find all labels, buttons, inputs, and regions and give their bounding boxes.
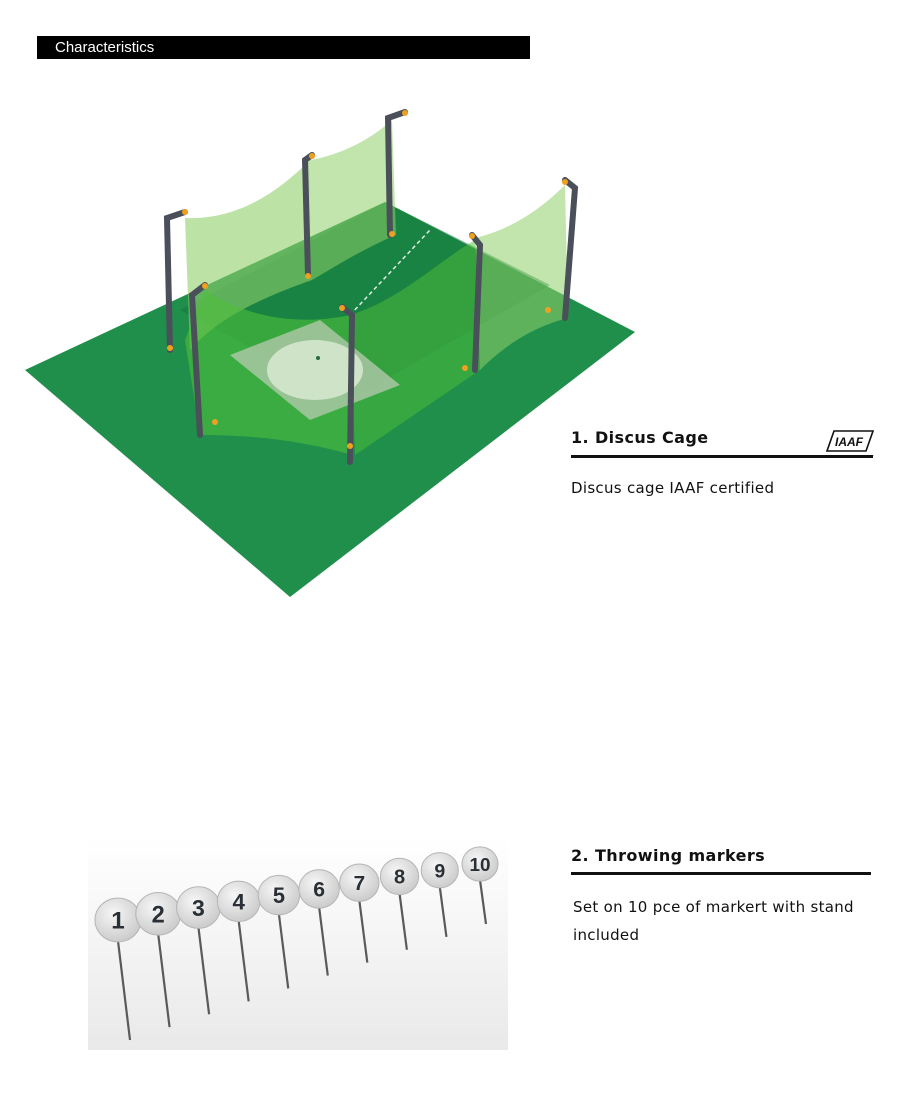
- marker-disc: [298, 869, 340, 909]
- marker-disc: [461, 846, 499, 882]
- marker-stand: [237, 920, 250, 1002]
- discus-cage-illustration: [25, 109, 635, 597]
- post-3: [384, 109, 408, 238]
- marker-stand: [358, 900, 369, 963]
- throwing-markers-rule: [571, 872, 871, 875]
- marker-label: 4: [232, 889, 245, 914]
- discus-cage-title: 1. Discus Cage: [571, 428, 709, 447]
- marker-label: 7: [354, 872, 366, 895]
- iaaf-badge-text: IAAF: [835, 435, 864, 449]
- marker-7: 7: [339, 863, 380, 963]
- marker-stand: [277, 913, 290, 989]
- marker-label: 8: [394, 867, 405, 889]
- post-6: [339, 304, 356, 465]
- marker-10: 10: [461, 846, 499, 925]
- iaaf-badge-icon: IAAF CERTIFIED PRODUCT: [826, 430, 874, 459]
- marker-label: 9: [434, 860, 445, 882]
- marker-8: 8: [379, 857, 420, 950]
- circle-center: [316, 356, 320, 360]
- throwing-markers-title: 2. Throwing markers: [571, 846, 766, 865]
- cage-posts: [163, 109, 579, 465]
- marker-label: 10: [469, 855, 490, 876]
- discus-cage-rule: [571, 455, 873, 458]
- marker-3: 3: [176, 886, 221, 1015]
- throwing-markers-description: Set on 10 pce of markert with stand incl…: [573, 893, 854, 949]
- section-header: Characteristics: [37, 36, 530, 59]
- post-7: [188, 282, 208, 438]
- marker-label: 3: [192, 895, 205, 921]
- marker-6: 6: [298, 869, 340, 976]
- sector-line: [349, 229, 431, 316]
- post-5: [469, 232, 484, 373]
- iaaf-badge-subtext: CERTIFIED PRODUCT: [826, 454, 873, 459]
- post-joints: [167, 110, 568, 449]
- section-header-title: Characteristics: [55, 39, 155, 56]
- marker-stand: [116, 940, 132, 1041]
- post-4: [562, 177, 579, 321]
- marker-label: 2: [152, 902, 165, 928]
- marker-4: 4: [216, 880, 261, 1002]
- marker-disc: [379, 857, 420, 896]
- marker-stand: [157, 934, 171, 1028]
- net-back-center: [310, 120, 396, 280]
- marker-label: 6: [313, 879, 325, 902]
- throwing-markers-illustration: 1 2 3 4 5 6 7 8 9 10: [88, 838, 508, 1050]
- throwing-markers-description-line-2: included: [573, 926, 640, 944]
- post-1: [163, 209, 188, 353]
- marker-group: 1 2 3 4 5 6 7 8 9 10: [94, 846, 499, 1041]
- discus-cage-description: Discus cage IAAF certified: [571, 479, 775, 497]
- marker-disc: [420, 852, 459, 889]
- throwing-markers-description-line-1: Set on 10 pce of markert with stand: [573, 898, 854, 916]
- marker-label: 5: [273, 883, 285, 908]
- marker-label: 1: [111, 908, 124, 935]
- throwing-circle: [267, 340, 363, 400]
- net-back-right: [475, 185, 568, 370]
- marker-stand: [197, 927, 211, 1015]
- marker-9: 9: [420, 852, 459, 938]
- marker-1: 1: [94, 897, 142, 1041]
- marker-stand: [398, 893, 408, 950]
- marker-stand: [318, 906, 329, 976]
- marker-2: 2: [135, 891, 182, 1028]
- marker-stand: [478, 879, 488, 925]
- net-front-right: [350, 240, 480, 455]
- marker-disc: [339, 863, 380, 902]
- marker-stand: [438, 886, 448, 938]
